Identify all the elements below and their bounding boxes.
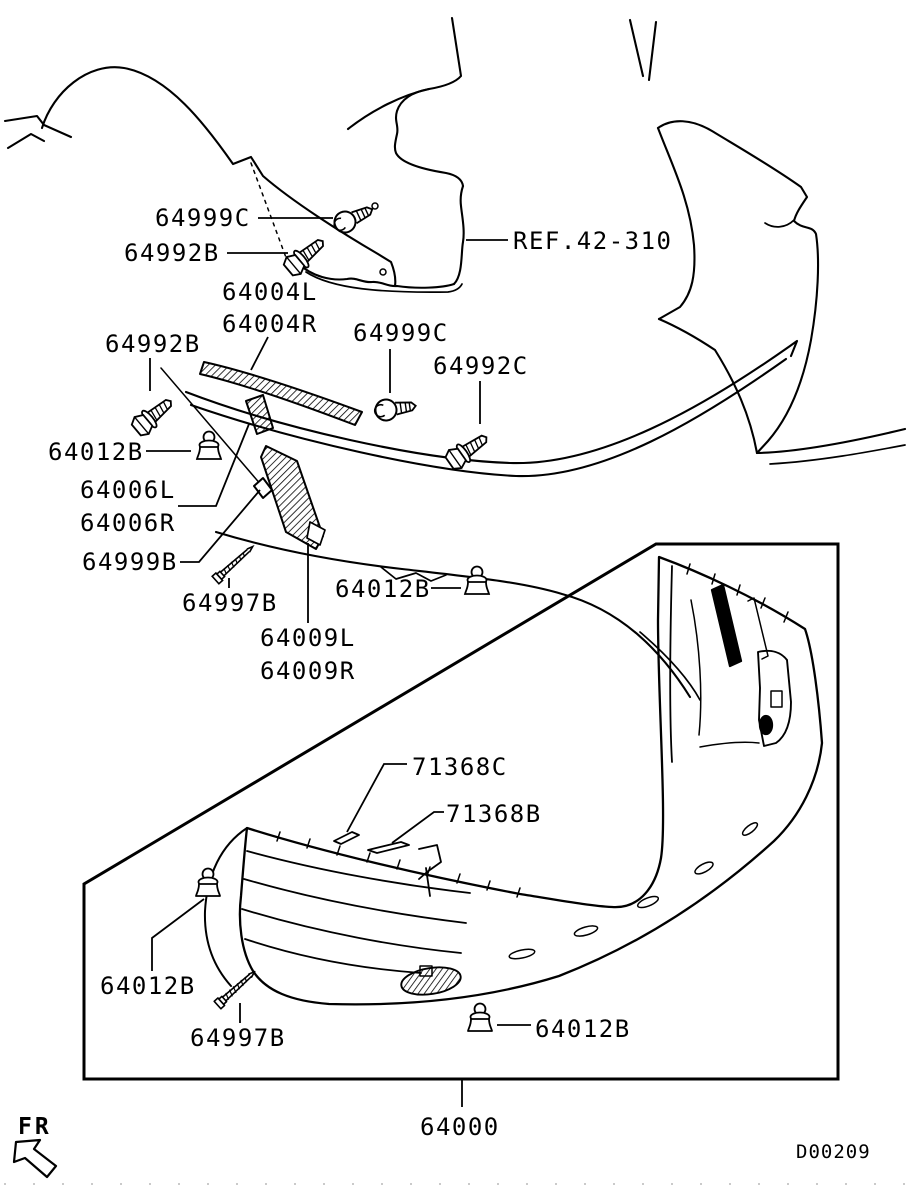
fr-direction-label: FR [18, 1114, 52, 1140]
callout-64999C-top: 64999C [155, 204, 251, 232]
grommet-clip-icon [194, 867, 222, 898]
callout-64006L: 64006L [80, 476, 176, 504]
wheel-arch [40, 66, 397, 288]
screw-icon [128, 391, 179, 440]
callout-64009R: 64009R [260, 657, 356, 685]
bumper-corner-cap [656, 120, 820, 455]
push-clip-icon [329, 198, 378, 238]
exhaust-cutout [400, 966, 462, 996]
leader-lines [146, 217, 531, 1107]
push-clip-icon [372, 394, 419, 423]
callout-64012B-mid: 64012B [335, 575, 431, 603]
grommet-clip-icon [466, 1002, 494, 1033]
callout-64999C-mid: 64999C [353, 319, 449, 347]
tape-71368C [333, 831, 360, 845]
callout-64004R: 64004R [222, 310, 318, 338]
diagram-code: D00209 [796, 1141, 871, 1163]
long-screw-icon [211, 542, 257, 585]
callout-64012B-boxleft: 64012B [100, 972, 196, 1000]
tape-71368B [367, 841, 410, 854]
callout-64012B-left: 64012B [48, 438, 144, 466]
callout-64009L: 64009L [260, 624, 356, 652]
callout-64997B-upper: 64997B [182, 589, 278, 617]
screw-icon [442, 427, 494, 473]
callout-64992C: 64992C [433, 352, 529, 380]
assembly-number-64000: 64000 [420, 1113, 500, 1141]
upper-support-64004 [199, 361, 363, 426]
callout-64006R: 64006R [80, 509, 176, 537]
callout-71368B: 71368B [446, 800, 542, 828]
quarter-panel-drawing [3, 16, 465, 293]
callout-64004L: 64004L [222, 278, 318, 306]
fr-direction-arrow [12, 1138, 58, 1179]
grommet-clip-icon [464, 565, 490, 595]
callout-71368C: 71368C [412, 753, 508, 781]
panel-lower-edge [296, 261, 456, 289]
callout-64992B-top: 64992B [124, 239, 220, 267]
hidden-edge [250, 162, 292, 272]
callout-ref-42-310: REF.42-310 [513, 227, 673, 255]
bumper-side-view-drawing [160, 339, 799, 701]
grommet-clip-icon [196, 430, 222, 460]
edge-ticks [276, 563, 789, 898]
rear-bumper-drawing [194, 555, 824, 1033]
detail-box-frame [82, 542, 840, 1081]
callout-64012B-boxright: 64012B [535, 1015, 631, 1043]
lamp-pocket [393, 16, 465, 188]
clip-64999B [253, 477, 273, 499]
bracket-64006 [245, 394, 274, 435]
panel-right-edge [452, 184, 465, 286]
bumper-silhouette [238, 555, 824, 1006]
callout-64992B-left: 64992B [105, 330, 201, 358]
license-bracket [418, 844, 442, 897]
splash-piece [3, 114, 73, 150]
side-support-64009 [260, 445, 324, 550]
callout-64997B-lower: 64997B [190, 1024, 286, 1052]
body-corner-drawing [628, 18, 907, 465]
callout-64999B: 64999B [82, 548, 178, 576]
